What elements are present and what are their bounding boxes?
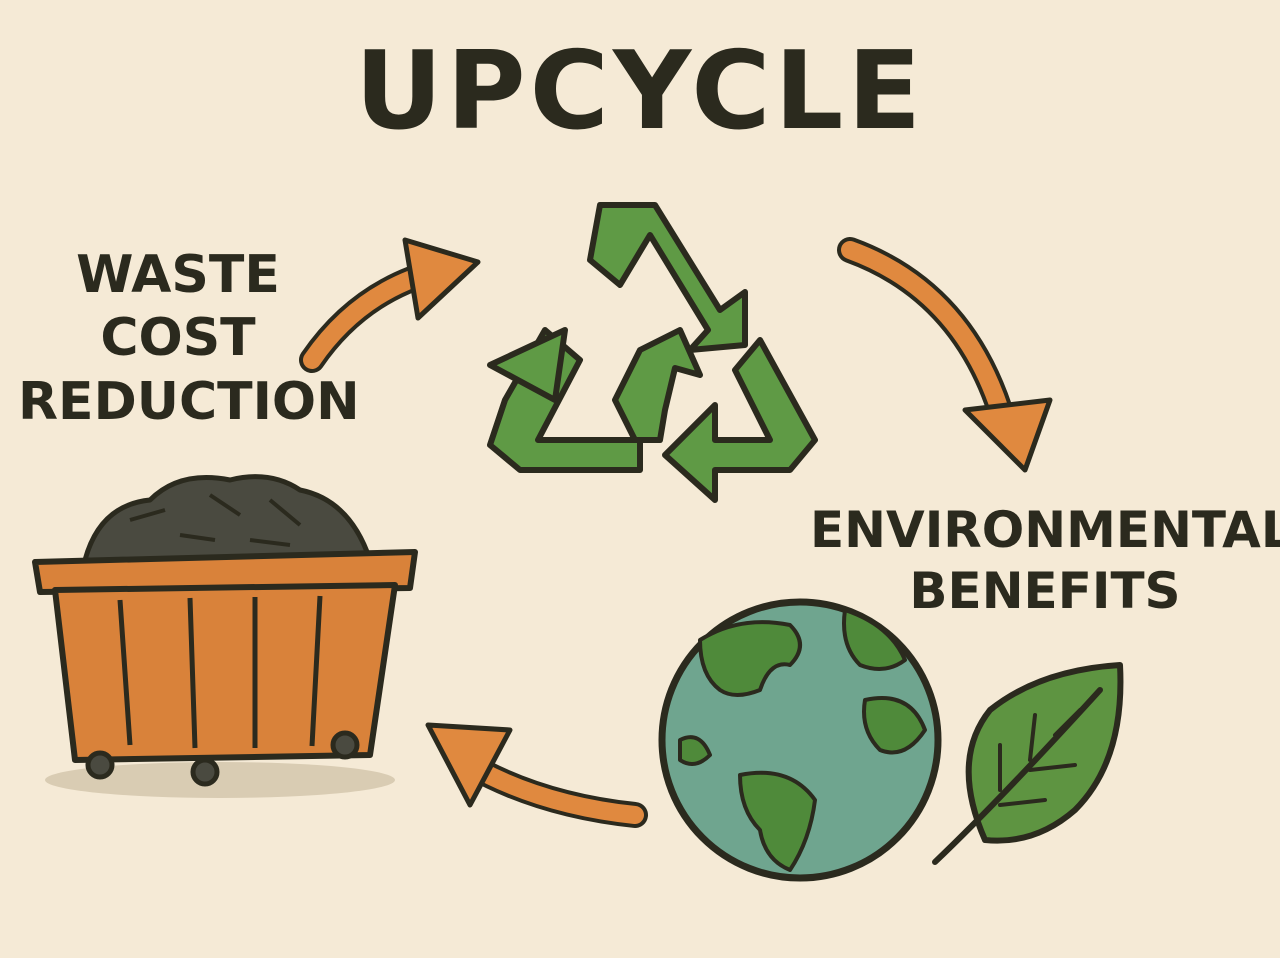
waste-cost-label-line3: REDUCTION [18, 371, 360, 432]
cycle-arrow-icon [299, 237, 1053, 828]
globe-icon [658, 598, 942, 882]
diagram-title: UPCYCLE [354, 29, 926, 154]
env-benefits-label-line2: BENEFITS [909, 562, 1181, 620]
dumpster-icon [32, 474, 418, 798]
environmental-benefits-label: ENVIRONMENTAL BENEFITS [810, 500, 1280, 622]
arrow-recycle-to-environment [837, 237, 1013, 423]
recycle-icon [487, 202, 818, 503]
waste-cost-reduction-label: WASTE COST REDUCTION [18, 244, 360, 434]
env-benefits-label-line1: ENVIRONMENTAL [810, 501, 1280, 559]
leaf-icon [932, 662, 1124, 865]
waste-cost-label-line1: WASTE [76, 245, 280, 305]
waste-cost-label-line2: COST [100, 308, 256, 369]
